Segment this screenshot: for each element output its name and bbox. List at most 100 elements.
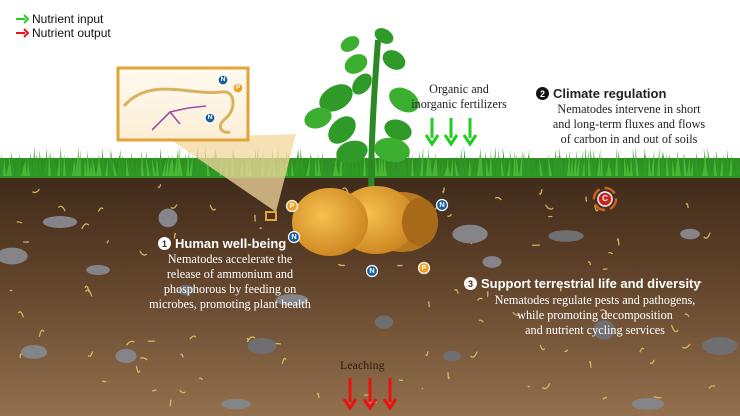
grass-blade (634, 146, 639, 176)
rock (115, 348, 137, 364)
rock (221, 398, 251, 410)
climate-line: and long-term fluxes and flows (552, 117, 706, 131)
grass-blade (306, 156, 311, 176)
grass-blade (126, 158, 129, 176)
grass-blade (110, 148, 114, 176)
nematode (398, 379, 404, 382)
nematode (38, 329, 45, 337)
grass-blade (501, 158, 504, 176)
grass-blade (189, 154, 193, 176)
grass-blade (558, 147, 561, 176)
nematode (585, 196, 588, 202)
climate-title: 2 Climate regulation (536, 86, 724, 101)
grass-blade (687, 157, 690, 176)
grass-blade (363, 153, 366, 176)
grass-blade (573, 149, 577, 176)
grass-blade (593, 149, 597, 176)
grass-blade (75, 146, 80, 176)
nitrogen-badge-label: N (439, 200, 445, 209)
nematode (653, 396, 662, 399)
grass-blade (98, 154, 102, 176)
rock (374, 315, 394, 329)
grass-blade (468, 158, 471, 176)
grass-blade (48, 152, 51, 176)
nematode (639, 347, 645, 353)
grass-blade (582, 160, 585, 176)
grass-blade (588, 149, 591, 176)
nitrogen-badge (365, 264, 379, 278)
grass-blade (737, 161, 740, 176)
red-arrow-icon (362, 378, 378, 411)
legend-input: Nutrient input (16, 12, 103, 26)
grass-blade (486, 159, 489, 176)
grass-blade (600, 154, 603, 176)
grass-blade (53, 154, 57, 176)
grass-blade (334, 159, 339, 176)
phosphorus-badge (232, 82, 244, 94)
support-line: Nematodes regulate pests and pathogens, (494, 293, 696, 307)
grass-blade (429, 155, 432, 176)
grass-blade (148, 160, 153, 176)
grass-blade (537, 159, 540, 176)
green-arrow-icon (424, 118, 440, 147)
grass-blade (60, 146, 63, 176)
nematode (703, 232, 711, 239)
grass-blade (661, 149, 666, 176)
rock (247, 337, 277, 355)
grass-blade (531, 159, 534, 176)
nematode (616, 238, 620, 246)
nematode (19, 353, 23, 358)
grass-blade (165, 154, 169, 176)
nematode (139, 357, 148, 361)
human-line: release of ammonium and (166, 267, 294, 281)
grass-blade (716, 149, 720, 176)
grass-blade (178, 154, 183, 176)
grass-blade (36, 153, 39, 176)
human-section: 1 Human well-being Nematodes accelerate … (134, 236, 326, 312)
grass-blade (672, 159, 675, 176)
rock (680, 228, 700, 240)
grass-blade (24, 160, 27, 176)
grass-blade (735, 157, 738, 176)
nematode (209, 204, 217, 211)
leaching-label: Leaching (340, 358, 385, 372)
grass-blade (559, 154, 564, 176)
nematode (427, 301, 430, 308)
grass-blade (78, 150, 81, 176)
phosphorus-badge-label: P (235, 84, 241, 91)
grass-blade (102, 147, 105, 176)
grass-blade (498, 149, 501, 176)
grass-blade (156, 154, 159, 176)
grass-blade (145, 156, 150, 176)
nematode (180, 353, 184, 358)
grass-blade (654, 160, 657, 176)
grass-blade (66, 154, 69, 176)
nematode (316, 392, 320, 398)
grass-blade (294, 149, 299, 176)
grass-blade (446, 158, 450, 176)
grass-blade (624, 155, 627, 176)
grass-blade (711, 161, 715, 176)
nematode (708, 385, 716, 389)
fertilizer-line-1: Organic and (429, 82, 489, 96)
grass-blade (726, 149, 729, 176)
grass-blade (603, 160, 606, 176)
red-arrow-icon (382, 378, 398, 411)
grass-blade (731, 158, 735, 176)
phosphorus-badge (285, 199, 299, 213)
nematode (151, 389, 157, 392)
grass-blade (681, 153, 685, 176)
grass-blade (541, 159, 546, 176)
human-line: phosphorous by feeding on (163, 282, 297, 296)
grass-blade (390, 154, 394, 176)
grass-blade (118, 154, 123, 176)
grass-blade (502, 146, 507, 176)
green-arrow-icon (462, 118, 478, 147)
grass-blade (387, 157, 390, 176)
human-number: 1 (158, 237, 171, 250)
grass-blade (90, 161, 93, 176)
grass-blade (533, 158, 537, 176)
grass-blade (492, 146, 496, 176)
nitrogen-badge-label: N (291, 232, 297, 241)
grass-blade (426, 147, 429, 176)
